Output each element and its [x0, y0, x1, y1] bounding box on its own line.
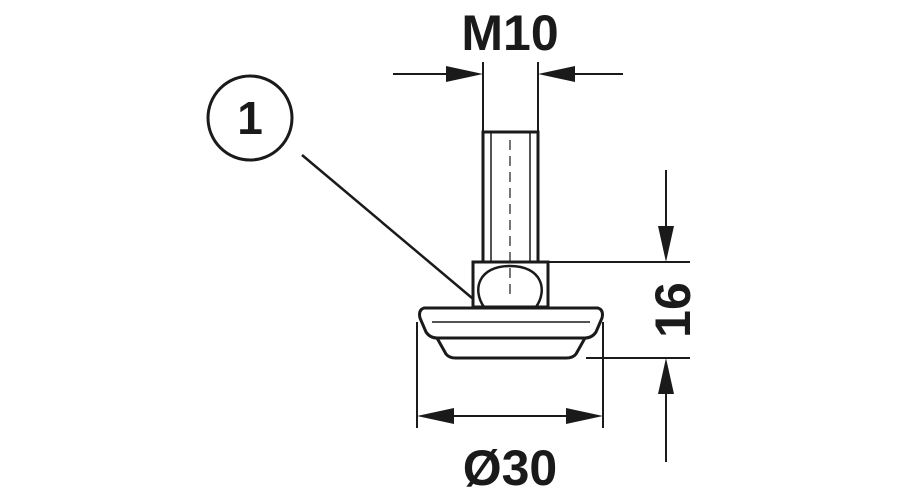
thread-arrowhead-left	[446, 66, 483, 82]
foot-upper-disc	[418, 306, 604, 340]
item-callout: 1	[206, 74, 473, 299]
joint-ball	[477, 264, 543, 308]
callout-circle	[206, 74, 294, 162]
foot-lower-pad	[434, 336, 588, 360]
thread-dimension: M10	[393, 5, 623, 132]
height-label: 16	[645, 282, 701, 338]
diameter-label: Ø30	[463, 440, 558, 496]
thread-arrowhead-right	[538, 66, 575, 82]
diameter-arrowhead-left	[417, 408, 454, 424]
height-arrowhead-top	[658, 226, 674, 262]
height-arrowhead-bottom	[658, 358, 674, 394]
threaded-stud	[481, 130, 540, 300]
diameter-arrowhead-right	[566, 408, 603, 424]
callout-leader	[301, 154, 473, 299]
foot-base	[418, 306, 604, 360]
callout-number: 1	[237, 92, 263, 144]
diameter-dimension: Ø30	[416, 322, 604, 496]
thread-size-label: M10	[461, 5, 558, 61]
